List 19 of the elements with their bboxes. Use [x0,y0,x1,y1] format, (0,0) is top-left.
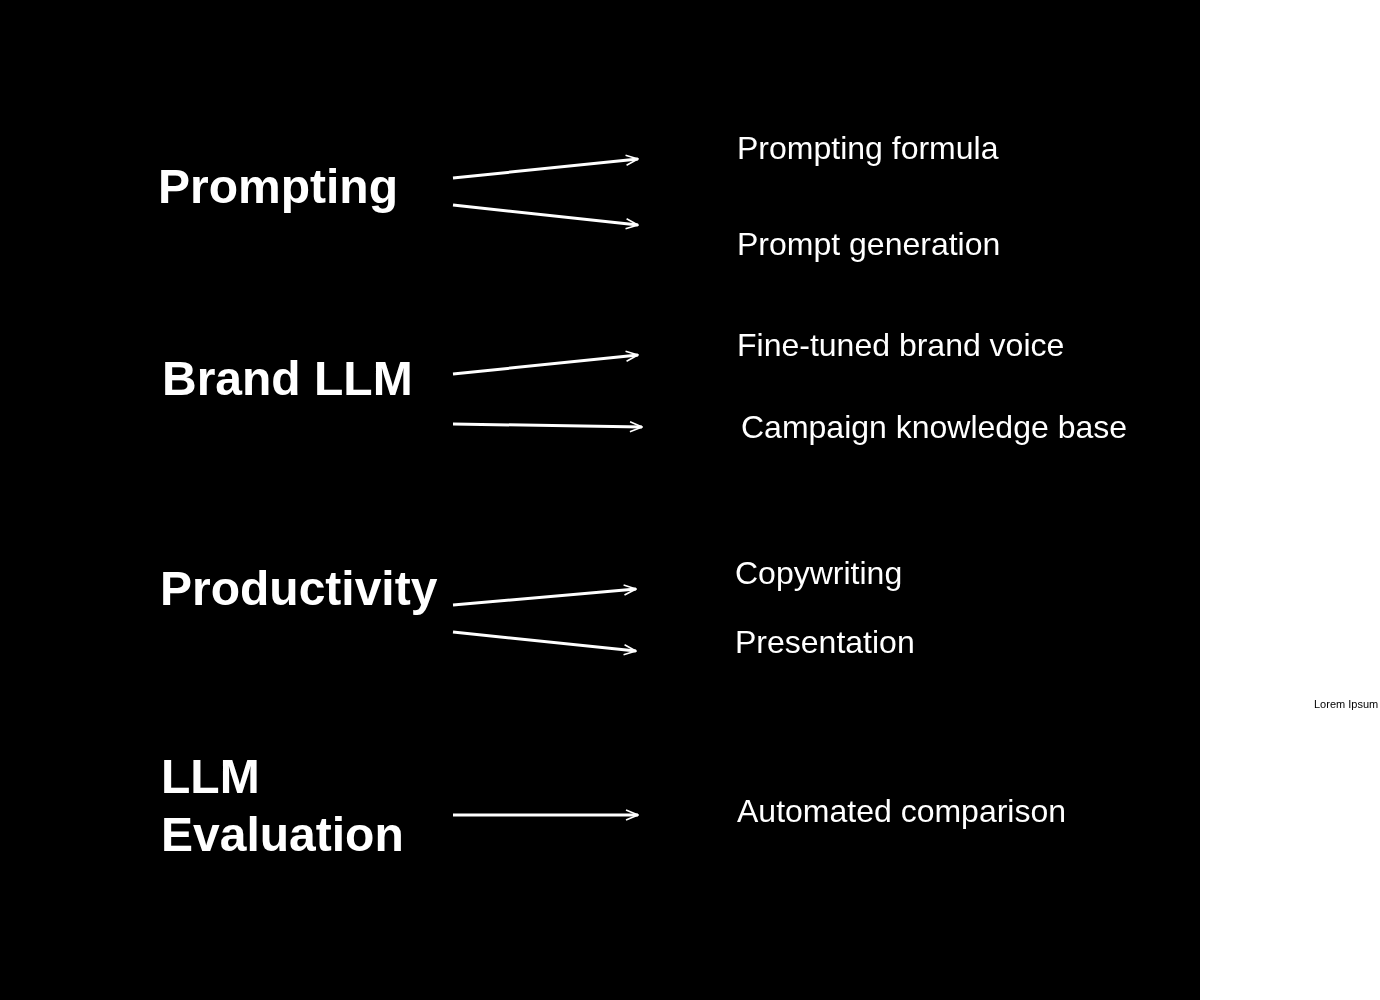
category-heading: Prompting [158,158,448,216]
item-text: Fine-tuned brand voice [645,325,1065,365]
item-text: Automated comparison [645,791,1067,831]
arrow [453,809,639,821]
arrow [452,203,639,230]
category-heading: Productivity [160,560,450,618]
category-heading: LLM Evaluation [161,748,451,864]
item-text: Prompting formula [645,128,999,168]
item-text: Copywriting [643,553,903,593]
item-text: Presentation [643,622,915,662]
arrow [452,584,637,607]
arrow [452,630,637,656]
item-text: Campaign knowledge base [649,407,1128,447]
arrow [452,350,639,376]
item-text: Prompt generation [645,224,1001,264]
note-text: Lorem Ipsum [1314,698,1379,710]
arrow [452,154,639,180]
category-heading: Brand LLM [162,350,452,408]
arrow [452,421,643,433]
